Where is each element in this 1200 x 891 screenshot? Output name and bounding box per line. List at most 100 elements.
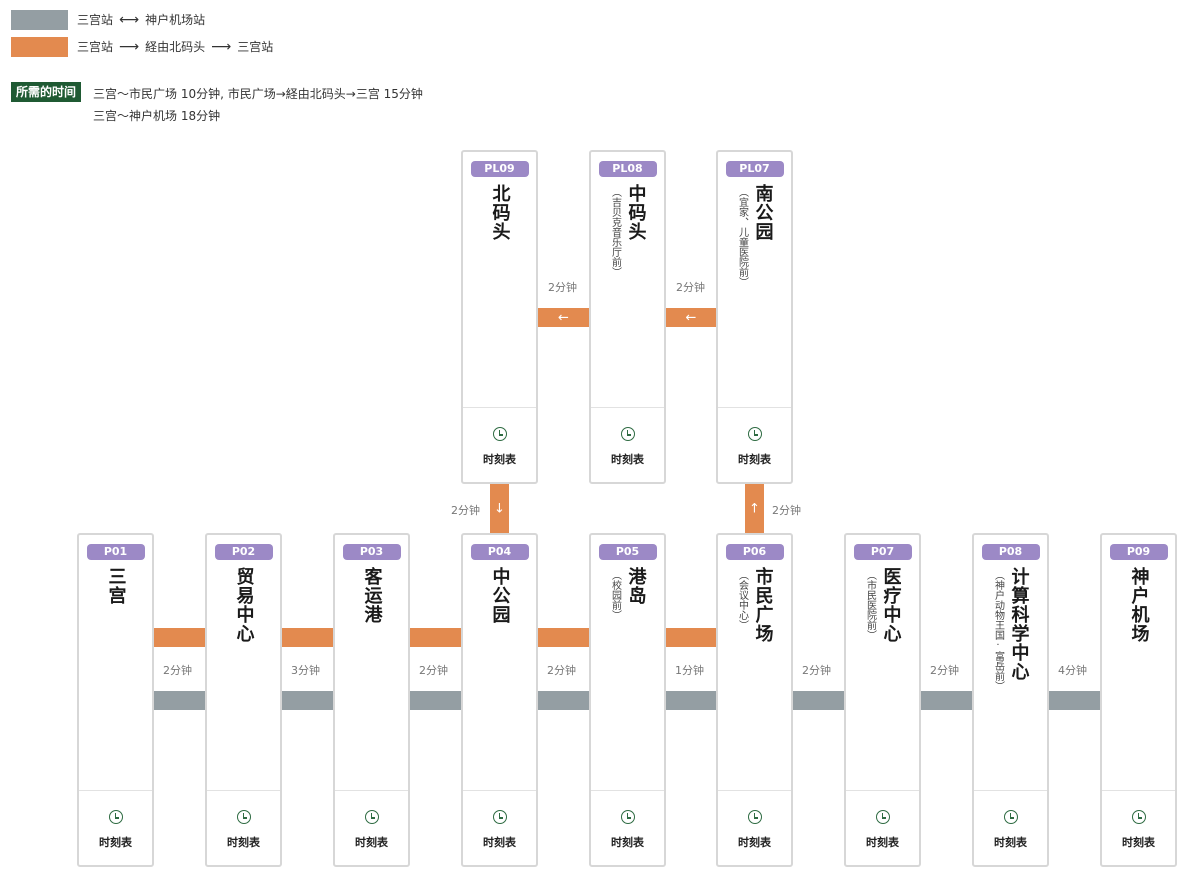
station-code-badge: P03 <box>342 544 401 560</box>
orange-track-segment-top: ← <box>538 308 589 327</box>
segment-time-label: 2分钟 <box>676 281 705 294</box>
clock-icon <box>492 810 507 824</box>
segment-time-label: 2分钟 <box>451 504 480 517</box>
station-card-p04[interactable]: P04 中公园时刻表 <box>461 533 538 867</box>
timetable-label: 时刻表 <box>483 836 516 849</box>
segment-time-label: 4分钟 <box>1058 664 1087 677</box>
station-divider <box>1102 790 1175 791</box>
station-code-badge: P07 <box>853 544 912 560</box>
station-name: 医疗中心 <box>880 567 902 643</box>
station-divider <box>207 790 280 791</box>
station-card-p08[interactable]: P08（神户动物王国·富岳前）计算科学中心时刻表 <box>972 533 1049 867</box>
down-arrow-icon: ↓ <box>494 501 505 516</box>
orange-track-segment <box>282 628 333 647</box>
station-subname: （校园前） <box>609 570 621 620</box>
timetable-link[interactable]: 时刻表 <box>718 426 791 467</box>
station-divider <box>591 407 664 408</box>
timetable-link[interactable]: 时刻表 <box>718 809 791 850</box>
station-code-badge: P02 <box>214 544 273 560</box>
station-name: 南公园 <box>752 184 774 241</box>
station-card-pl07[interactable]: PL07 （宜家、儿童医院前） 南公园时刻表 <box>716 150 793 484</box>
gray-track-segment <box>666 691 716 710</box>
timetable-link[interactable]: 时刻表 <box>79 809 152 850</box>
legend-orange-swatch <box>11 37 68 57</box>
station-card-p06[interactable]: P06（会议中心）市民广场时刻表 <box>716 533 793 867</box>
station-name: 港岛 <box>625 567 647 605</box>
orange-track-vertical-up: ↑ <box>745 484 764 533</box>
station-name-group: 北码头 <box>463 184 536 241</box>
timetable-label: 时刻表 <box>611 453 644 466</box>
station-code-badge: PL07 <box>725 161 784 177</box>
segment-time-label: 2分钟 <box>419 664 448 677</box>
segment-time-label: 2分钟 <box>547 664 576 677</box>
time-info-line-2: 三宫～神户机场 18分钟 <box>93 109 221 123</box>
station-divider <box>79 790 152 791</box>
clock-icon <box>364 810 379 824</box>
station-name-group: 神户机场 <box>1102 567 1175 643</box>
clock-icon <box>620 427 635 441</box>
station-code-badge: P04 <box>470 544 529 560</box>
station-name: 计算科学中心 <box>1008 567 1030 681</box>
timetable-link[interactable]: 时刻表 <box>463 809 536 850</box>
station-divider <box>718 407 791 408</box>
station-name: 客运港 <box>361 567 383 624</box>
station-name-group: （会议中心）市民广场 <box>718 567 791 643</box>
clock-icon <box>492 427 507 441</box>
station-name-group: 中公园 <box>463 567 536 624</box>
station-divider <box>335 790 408 791</box>
timetable-link[interactable]: 时刻表 <box>335 809 408 850</box>
station-subname: （神户动物王国·富岳前） <box>992 570 1004 691</box>
gray-track-segment <box>410 691 461 710</box>
timetable-label: 时刻表 <box>1122 836 1155 849</box>
station-name: 三宫 <box>105 567 127 605</box>
orange-track-segment <box>154 628 205 647</box>
timetable-label: 时刻表 <box>99 836 132 849</box>
orange-track-vertical-down: ↓ <box>490 484 509 533</box>
station-card-p03[interactable]: P03 客运港时刻表 <box>333 533 410 867</box>
gray-track-segment <box>793 691 844 710</box>
station-divider <box>846 790 919 791</box>
gray-track-segment <box>1049 691 1100 710</box>
station-code-badge: P01 <box>86 544 145 560</box>
timetable-link[interactable]: 时刻表 <box>591 426 664 467</box>
timetable-link[interactable]: 时刻表 <box>591 809 664 850</box>
gray-track-segment <box>921 691 972 710</box>
timetable-label: 时刻表 <box>227 836 260 849</box>
station-name-group: （宜家、儿童医院前） 南公园 <box>718 184 791 287</box>
timetable-link[interactable]: 时刻表 <box>974 809 1047 850</box>
clock-icon <box>620 810 635 824</box>
station-code-badge: PL08 <box>598 161 657 177</box>
timetable-link[interactable]: 时刻表 <box>463 426 536 467</box>
station-name: 中公园 <box>489 567 511 624</box>
legend-orange-text: 三宫站⟶経由北码头⟶三宫站 <box>77 39 274 55</box>
station-name-group: （市民医院前）医疗中心 <box>846 567 919 643</box>
clock-icon <box>236 810 251 824</box>
station-code-badge: P09 <box>1109 544 1168 560</box>
orange-track-segment <box>410 628 461 647</box>
station-name: 北码头 <box>489 184 511 241</box>
timetable-link[interactable]: 时刻表 <box>1102 809 1175 850</box>
station-card-p09[interactable]: P09 神户机场时刻表 <box>1100 533 1177 867</box>
station-divider <box>974 790 1047 791</box>
orange-track-segment <box>538 628 589 647</box>
station-subname: （会议中心） <box>736 570 748 630</box>
timetable-link[interactable]: 时刻表 <box>846 809 919 850</box>
orange-track-segment-top: ← <box>666 308 716 327</box>
timetable-label: 时刻表 <box>355 836 388 849</box>
orange-track-segment <box>666 628 716 647</box>
station-divider <box>463 407 536 408</box>
legend-gray-swatch <box>11 10 68 30</box>
station-subname: （宜家、儿童医院前） <box>736 187 748 287</box>
time-required-badge: 所需的时间 <box>11 82 82 102</box>
station-name: 神户机场 <box>1128 567 1150 643</box>
segment-time-label: 2分钟 <box>930 664 959 677</box>
station-card-p01[interactable]: P01 三宫时刻表 <box>77 533 154 867</box>
gray-track-segment <box>154 691 205 710</box>
station-card-pl08[interactable]: PL08（吉贝克音乐厅前）中码头时刻表 <box>589 150 666 484</box>
station-card-p05[interactable]: P05（校园前）港岛时刻表 <box>589 533 666 867</box>
station-card-p07[interactable]: P07 （市民医院前）医疗中心时刻表 <box>844 533 921 867</box>
station-name-group: （神户动物王国·富岳前） 计算科学中心 <box>974 567 1047 691</box>
timetable-link[interactable]: 时刻表 <box>207 809 280 850</box>
